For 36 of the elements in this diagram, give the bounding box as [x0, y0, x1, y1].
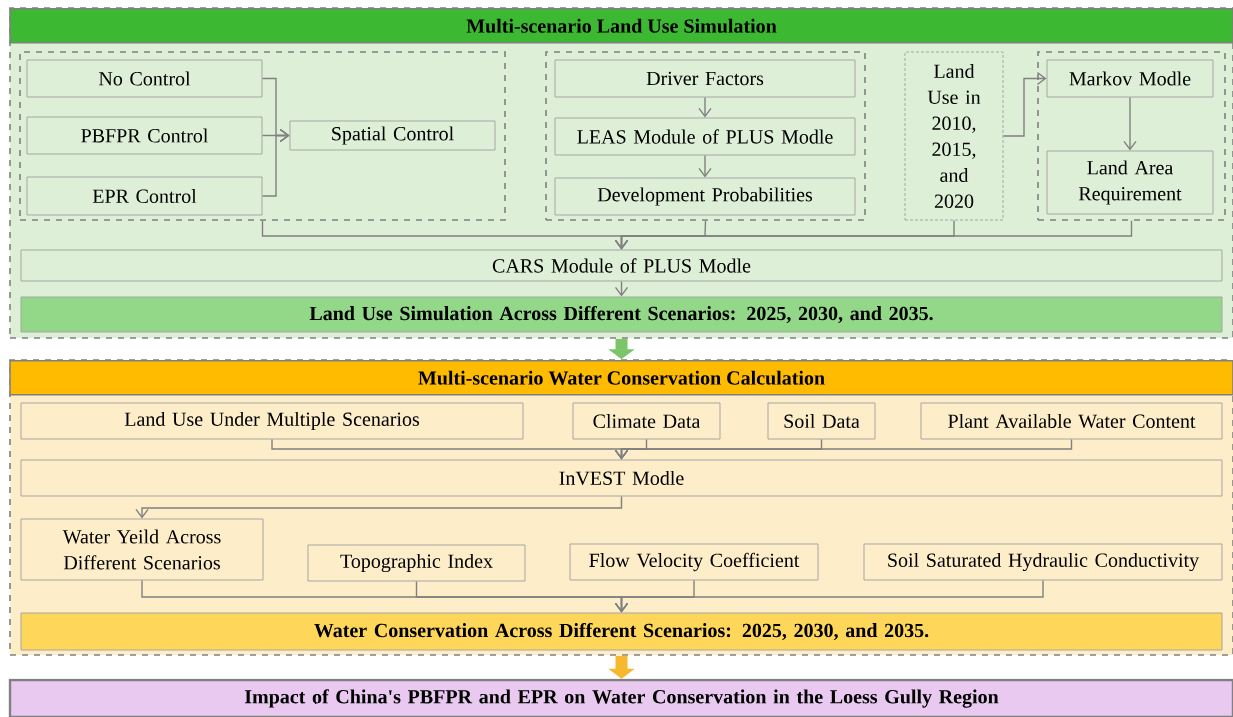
arrow [1002, 71, 1047, 137]
process-box: PBFPR Control [26, 116, 263, 155]
arrow [614, 280, 629, 297]
arrow [135, 495, 623, 519]
process-box: LEAS Module of PLUS Modle [554, 117, 856, 156]
arrow [614, 438, 1073, 460]
group-frame [19, 51, 506, 221]
arrow [261, 128, 290, 197]
process-box: Flow Velocity Coefficient [569, 543, 819, 581]
process-box: Development Probabilities [554, 177, 856, 216]
result-bar: Water Conservation Across Different Scenarios: 2025, 2030, and 2035. [20, 612, 1223, 651]
process-box: Markov Modle [1046, 59, 1214, 98]
process-box: Water Yeild Across Different Scenarios [20, 518, 264, 581]
process-box: EPR Control [26, 176, 263, 216]
arrow [1123, 96, 1137, 151]
process-box: Land Area Requirement [1046, 150, 1214, 215]
process-box: InVEST Modle [20, 459, 1223, 497]
arrow [614, 579, 1044, 613]
process-box: Land Use Under Multiple Scenarios [20, 402, 524, 440]
process-box: Land Use in 2010, 2015, and 2020 [904, 51, 1004, 221]
process-box: Spatial Control [289, 120, 496, 151]
group-frame [545, 51, 866, 221]
process-box: Soil Saturated Hydraulic Conductivity [863, 543, 1223, 581]
process-box: Plant Available Water Content [920, 402, 1223, 440]
result-bar: Land Use Simulation Across Different Scenarios: 2025, 2030, and 2035. [20, 296, 1223, 333]
arrow [698, 96, 712, 118]
process-box: CARS Module of PLUS Modle [20, 249, 1223, 282]
process-box: Driver Factors [554, 59, 856, 98]
group-frame [1037, 51, 1226, 221]
process-box: No Control [26, 59, 263, 98]
arrow [614, 220, 1133, 250]
conclusion-bar: Impact of China's PBFPR and EPR on Water Conservation in the Loess Gully Region [8, 678, 1233, 717]
process-box: Topographic Index [307, 544, 526, 582]
arrow [698, 154, 712, 178]
process-box: Climate Data [572, 402, 721, 440]
process-box: Soil Data [767, 402, 876, 440]
